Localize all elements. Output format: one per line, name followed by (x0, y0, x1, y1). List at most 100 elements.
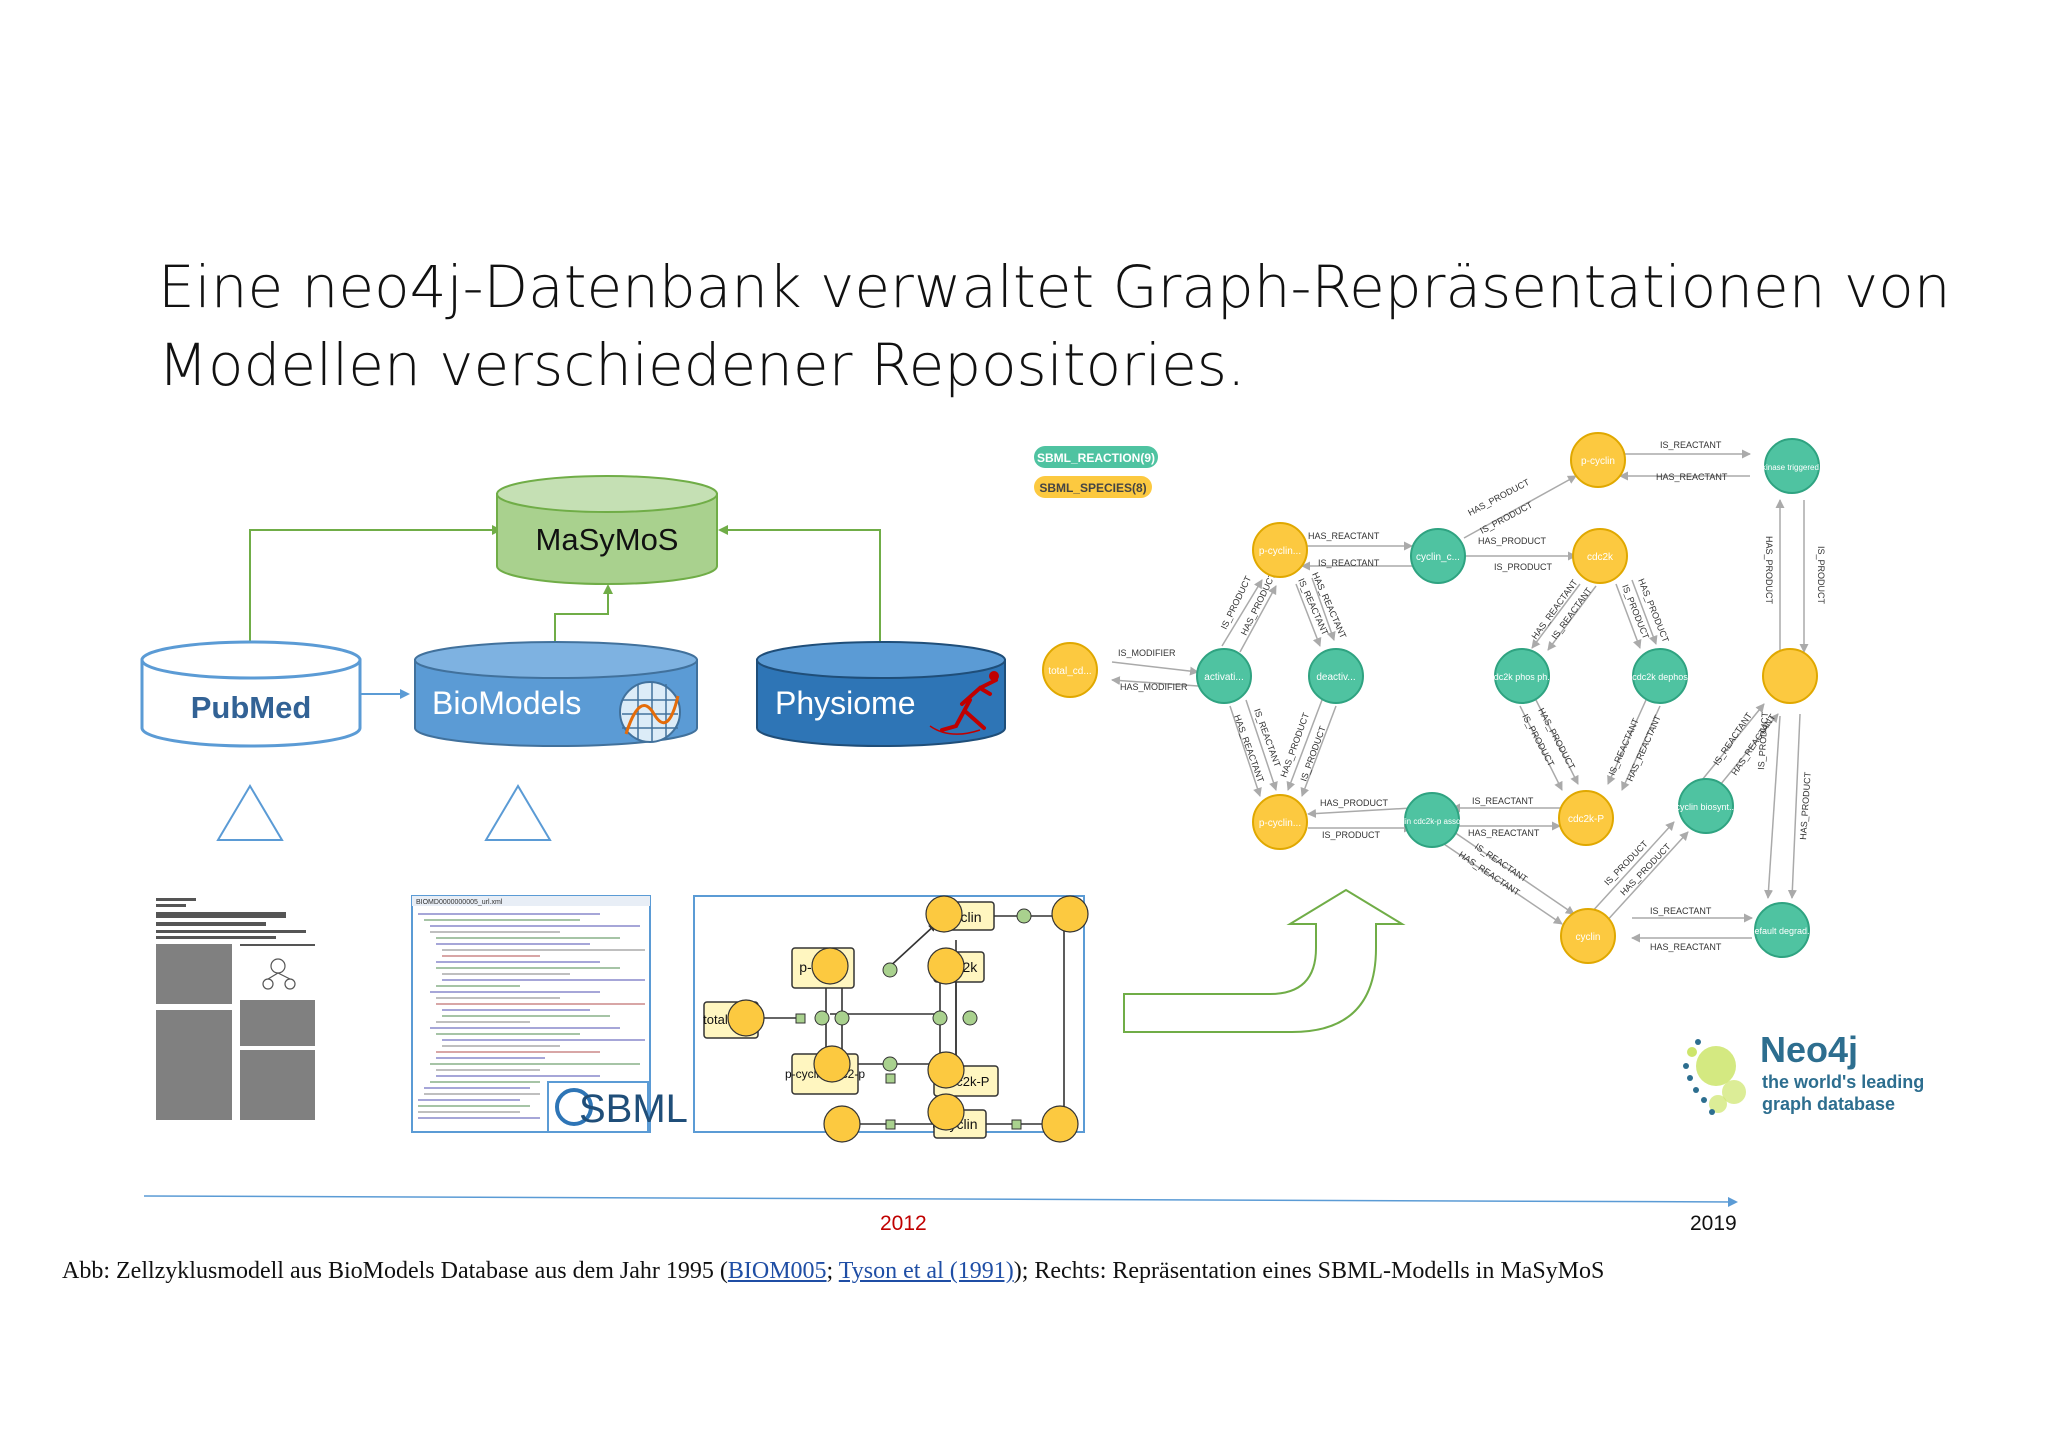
svg-text:cdc2k phos ph...: cdc2k phos ph... (1489, 672, 1555, 682)
timeline-year-2019: 2019 (1690, 1212, 1737, 1235)
edge-label: IS_PRODUCT (1816, 546, 1826, 605)
neo4j-logo: Neo4j the world's leading graph database (1683, 1029, 1924, 1115)
edge-label: IS_REACTANT (1650, 906, 1712, 916)
biomodels-to-masymos-arrow (554, 584, 613, 644)
node-cdc2k-phos: cdc2k phos ph... (1489, 648, 1555, 704)
title-line-1: Eine neo4j-Datenbank verwaltet Graph-Rep… (158, 253, 1951, 321)
masymos-database: MaSyMoS (496, 475, 718, 585)
node-default-degrad: default degrad... (1749, 902, 1815, 958)
pubmed-source-triangle (216, 784, 284, 841)
edge-label: IS_PRODUCT (1322, 830, 1381, 840)
biomodels-label: BioModels (432, 685, 581, 721)
sbml-graph-reactions (795, 908, 1032, 1130)
edge-label: HAS_REACTANT (1650, 942, 1722, 952)
pubmed-label: PubMed (191, 690, 312, 725)
physiome-to-masymos-arrow (718, 525, 881, 644)
pubmed-to-masymos-arrow (249, 525, 502, 644)
graph-legend: SBML_REACTION(9) SBML_SPECIES(8) (1034, 446, 1158, 498)
node-cdc2-kinase: cdc2 kinase triggered deg... (1743, 438, 1841, 494)
sbml-file-title: BIOMD0000000005_url.xml (416, 899, 503, 906)
legend-species-badge (1034, 476, 1152, 498)
edge-label: IS_REACTANT (1318, 558, 1380, 568)
node-total-cd: total_cd... (1042, 642, 1098, 698)
caption-link-biom005[interactable]: BIOM005 (727, 1258, 827, 1284)
svg-text:default degrad...: default degrad... (1749, 926, 1814, 936)
figure-caption: Abb: Zellzyklusmodell aus BioModels Data… (62, 1258, 1604, 1285)
node-p-cyclin-bottom: p-cyclin... (1252, 794, 1308, 850)
timeline-year-2012: 2012 (880, 1212, 927, 1235)
edge-label: IS_PRODUCT (1756, 711, 1770, 770)
node-cdc2k-dephos: cdc2k dephos (1632, 648, 1688, 704)
node-cyclin: cyclin (1560, 908, 1616, 964)
neo4j-logo-icon (1683, 1039, 1746, 1115)
edge-label: HAS_REACTANT (1729, 712, 1777, 777)
edge-label: IS_MODIFIER (1118, 648, 1176, 658)
neo4j-graph-visualization: SBML_REACTION(9) SBML_SPECIES(8) (1034, 432, 1841, 964)
edge-label: HAS_PRODUCT (1320, 798, 1389, 808)
edge-label: HAS_PRODUCT (1798, 771, 1813, 840)
repository-diagram: MaSyMoS PubMed BioModels (140, 475, 1006, 841)
edge-label: IS_PRODUCT (1602, 838, 1650, 887)
pubmed-database: PubMed (140, 640, 362, 748)
timeline: 2012 2019 (143, 1195, 1738, 1235)
neo4j-tagline-1: the world's leading (1762, 1072, 1924, 1092)
node-cyclin-c: cyclin_c... (1410, 528, 1466, 584)
svg-text:cyclin: cyclin (1575, 932, 1600, 943)
sbml-graph-circles (727, 895, 1089, 1143)
edge-label: IS_PRODUCT (1494, 562, 1553, 572)
graph-nodes: p-cyclin cdc2 kinase triggered deg... p-… (1042, 432, 1841, 964)
physiome-runner-icon (929, 671, 999, 735)
caption-suffix: ); Rechts: Repräsentation eines SBML-Mod… (1013, 1258, 1605, 1284)
caption-link-tyson[interactable]: Tyson et al (1991) (838, 1258, 1014, 1284)
svg-text:activati...: activati... (1204, 672, 1243, 683)
svg-text:deactiv...: deactiv... (1316, 672, 1355, 683)
sbml-graph-thumbnail: cyclin p-cyclin cdc2k total cdc2 p-cycli… (693, 895, 1089, 1143)
node-activati: activati... (1196, 648, 1252, 704)
svg-text:cdc2k-P: cdc2k-P (1568, 814, 1604, 825)
svg-text:cdc2 kinase triggered deg...: cdc2 kinase triggered deg... (1743, 463, 1841, 472)
svg-text:cyclin cdc2k-p associ...: cyclin cdc2k-p associ... (1391, 817, 1473, 826)
legend-reaction-badge (1034, 446, 1158, 468)
node-species-unlabeled (1762, 648, 1818, 704)
edge-label: HAS_PRODUCT (1764, 536, 1774, 605)
sbml-logo-text: SBML (579, 1087, 688, 1131)
graph-edges (1111, 449, 1809, 943)
edge-label: HAS_MODIFIER (1120, 682, 1188, 692)
neo4j-name: Neo4j (1760, 1029, 1858, 1070)
svg-text:cyclin_c...: cyclin_c... (1416, 552, 1460, 563)
biomodels-database: BioModels (414, 641, 698, 747)
caption-prefix: Abb: Zellzyklusmodell aus BioModels Data… (62, 1258, 728, 1284)
svg-text:p-cyclin...: p-cyclin... (1259, 818, 1301, 829)
svg-text:total_cd...: total_cd... (1048, 666, 1091, 677)
node-cdc2k: cdc2k (1572, 528, 1628, 584)
node-cyclin-biosynth: cyclin biosynt... (1675, 778, 1737, 834)
edge-label: IS_REACTANT (1660, 440, 1722, 450)
biomodels-source-triangle (484, 784, 552, 841)
transform-arrow-icon (1123, 888, 1406, 1033)
node-p-cyclin-top: p-cyclin (1570, 432, 1626, 488)
timeline-arrow (143, 1195, 1738, 1207)
node-p-cyclin-left: p-cyclin... (1252, 522, 1308, 578)
edge-label: IS_REACTANT (1472, 796, 1534, 806)
slide-title: Eine neo4j-Datenbank verwaltet Graph-Rep… (158, 248, 1958, 404)
masymos-label: MaSyMoS (536, 522, 679, 557)
svg-text:p-cyclin: p-cyclin (1581, 456, 1615, 467)
caption-separator: ; (826, 1258, 839, 1284)
legend-reaction-label: SBML_REACTION(9) (1037, 451, 1155, 465)
svg-text:cyclin biosynt...: cyclin biosynt... (1675, 802, 1736, 812)
edge-label: HAS_REACTANT (1308, 531, 1380, 541)
node-deactiv: deactiv... (1308, 648, 1364, 704)
node-cdc2k-p: cdc2k-P (1558, 790, 1614, 846)
paper-thumbnail (152, 896, 322, 1132)
svg-text:p-cyclin...: p-cyclin... (1259, 546, 1301, 557)
legend-species-label: SBML_SPECIES(8) (1039, 481, 1146, 495)
svg-text:cdc2k: cdc2k (1587, 552, 1614, 563)
sbml-logo: SBML (547, 1081, 688, 1133)
edge-label: HAS_REACTANT (1468, 828, 1540, 838)
biomodels-logo-icon (619, 681, 681, 743)
physiome-database: Physiome (756, 641, 1006, 747)
physiome-label: Physiome (775, 685, 916, 721)
title-line-2: Modellen verschiedener Repositories. (158, 331, 1246, 399)
edge-label: HAS_REACTANT (1656, 472, 1728, 482)
